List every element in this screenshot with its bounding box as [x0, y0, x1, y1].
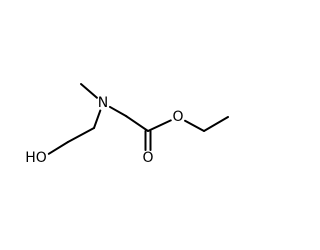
atom-label-layer: HO N O O — [25, 95, 183, 166]
bond-C5-C6 — [203, 116, 229, 132]
bond-O1-C1 — [47, 141, 69, 155]
bond-C2-N1 — [93, 109, 102, 129]
bond-C1-C2 — [67, 127, 95, 143]
bond-line — [147, 119, 172, 132]
atom-label-N1: N — [98, 95, 108, 111]
bond-line — [80, 83, 98, 99]
bond-line — [47, 141, 69, 155]
molecule-structure-diagram: HO N O O — [25, 83, 229, 166]
atom-label-O1: HO — [25, 150, 47, 166]
bond-C4-O3 — [147, 119, 172, 132]
bond-line — [67, 127, 95, 143]
bond-line — [125, 115, 149, 132]
bond-O3-C5 — [184, 119, 205, 132]
bond-line — [203, 116, 229, 132]
atom-label-O2: O — [142, 150, 153, 166]
bond-layer — [47, 83, 229, 155]
bond-N1-Cm — [80, 83, 98, 99]
bond-line — [108, 105, 127, 117]
bond-C4-O2 — [144, 130, 152, 151]
bond-N1-C3 — [108, 105, 127, 117]
bond-C3-C4 — [125, 115, 149, 132]
bond-line — [93, 109, 102, 129]
atom-label-O3: O — [172, 109, 183, 125]
bond-line — [184, 119, 205, 132]
